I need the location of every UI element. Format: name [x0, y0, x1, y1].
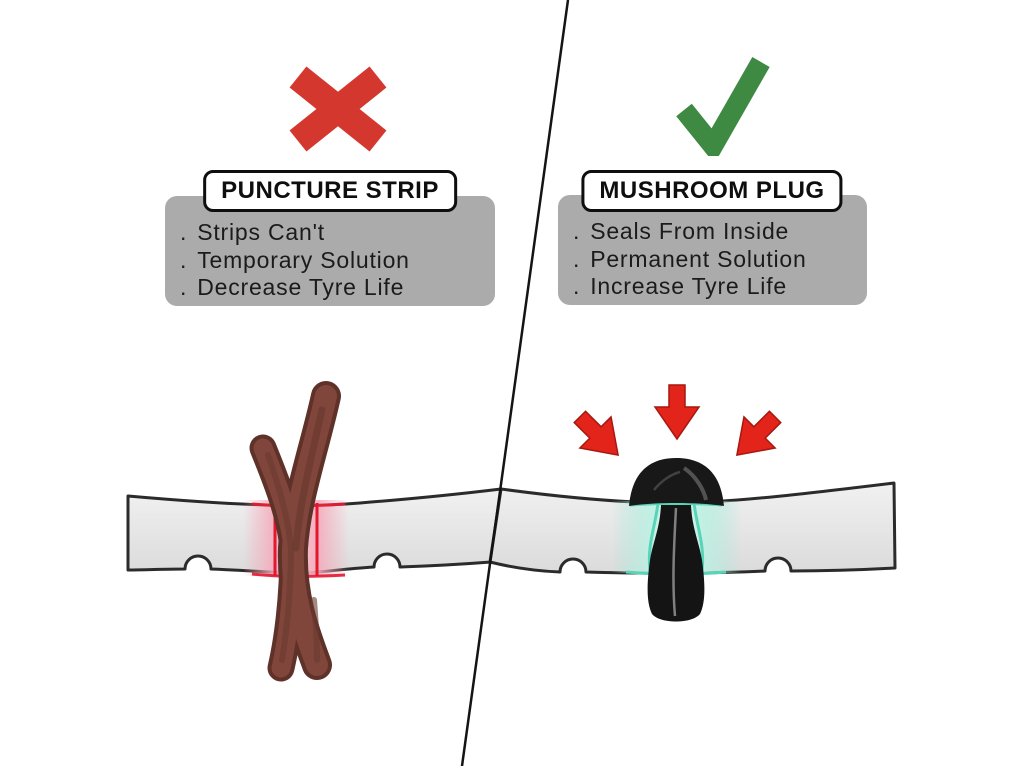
left-panel-title: PUNCTURE STRIP — [203, 170, 457, 212]
arrow-down-icon — [654, 384, 700, 440]
list-item: .Strips Can't — [180, 219, 325, 245]
x-icon — [289, 66, 387, 152]
list-item: .Increase Tyre Life — [573, 273, 787, 299]
pressure-arrows — [563, 384, 792, 472]
arrow-down-left-icon — [720, 400, 792, 472]
right-panel-title: MUSHROOM PLUG — [581, 170, 843, 212]
check-icon — [676, 57, 770, 156]
puncture-strips — [249, 381, 341, 682]
bullet: . — [180, 219, 188, 245]
right-info-box — [558, 195, 867, 305]
arrow-down-right-icon — [563, 400, 635, 472]
divider-line — [460, 0, 570, 766]
bullet: . — [573, 273, 581, 299]
tyre-cross-section-left — [126, 381, 503, 682]
list-item: .Seals From Inside — [573, 218, 790, 244]
plug-highlight — [672, 507, 678, 617]
bullet: . — [573, 245, 581, 272]
bullet: . — [180, 246, 188, 273]
mushroom-plug — [629, 458, 724, 622]
left-info-box — [165, 196, 495, 306]
right-panel-list: .Seals From Inside .Permanent Solution .… — [573, 218, 807, 301]
bullet: . — [573, 218, 581, 244]
bullet: . — [180, 274, 188, 300]
list-item: .Decrease Tyre Life — [180, 274, 405, 300]
list-item: .Temporary Solution — [180, 246, 410, 273]
left-panel-list: .Strips Can't .Temporary Solution .Decre… — [180, 219, 410, 302]
list-item: .Permanent Solution — [573, 245, 807, 272]
tyre-cross-section-right — [488, 384, 897, 622]
